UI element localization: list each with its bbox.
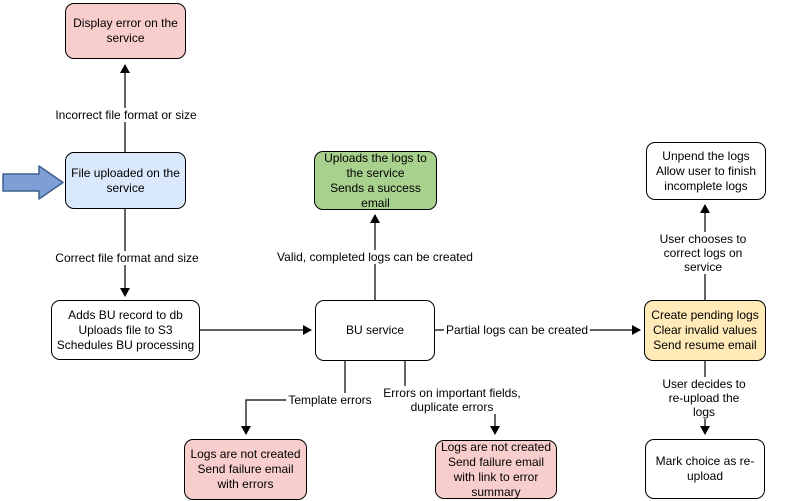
node-logs-not-created-summary: Logs are not created Send failure email … — [435, 440, 557, 499]
node-adds-bu-record: Adds BU record to db Uploads file to S3 … — [51, 300, 200, 360]
node-bu-service: BU service — [315, 300, 435, 361]
edge-label-template-errors: Template errors — [286, 393, 374, 407]
edge-label-user-reuploads: User decides to re-upload the logs — [655, 377, 753, 419]
node-uploads-logs: Uploads the logs to the service Sends a … — [314, 151, 437, 210]
edge-label-important-errors: Errors on important fields, duplicate er… — [381, 386, 523, 414]
edge-label-user-corrects: User chooses to correct logs on service — [654, 232, 752, 274]
edge-label-incorrect-format: Incorrect file format or size — [53, 108, 199, 122]
entry-arrow-icon — [2, 165, 64, 200]
edge-label-partial-logs: Partial logs can be created — [443, 323, 591, 337]
node-display-error: Display error on the service — [65, 3, 186, 59]
node-mark-choice: Mark choice as re- upload — [645, 439, 765, 499]
node-unpend-logs: Unpend the logs Allow user to finish inc… — [646, 142, 766, 200]
node-create-pending-logs: Create pending logs Clear invalid values… — [644, 300, 766, 361]
node-logs-not-created-errors: Logs are not created Send failure email … — [184, 439, 307, 500]
edge-label-valid-logs: Valid, completed logs can be created — [275, 250, 475, 264]
node-file-uploaded: File uploaded on the service — [65, 152, 186, 209]
edge-label-correct-format: Correct file format and size — [53, 251, 201, 265]
